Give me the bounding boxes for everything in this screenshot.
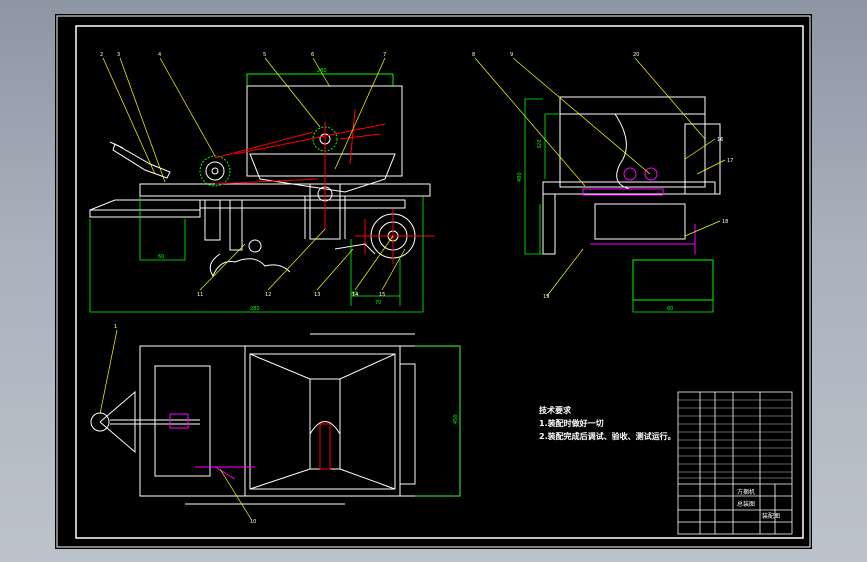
title-name-line1: 方捆机 [737,488,755,496]
part-label: 13 [314,292,320,298]
tech-req-item: 2.装配完成后调试、验收、测试运行。 [539,432,676,441]
part-label: 7 [383,52,386,58]
side-dimensions [89,196,424,313]
part-label: 16 [717,137,723,143]
end-leaders [474,57,726,297]
dim-side-wheel-left: 40 [351,291,357,297]
part-label: 10 [250,519,256,525]
outer-border [56,15,811,548]
tine-bar [594,203,686,240]
part-label: 19 [543,294,549,300]
part-label: 3 [117,52,120,58]
part-label: 20 [633,52,639,58]
part-label: 11 [197,292,203,298]
end-hopper [559,96,706,188]
part-label: 8 [472,52,475,58]
part-label: 2 [100,52,103,58]
plan-box [244,345,401,497]
part-label: 17 [727,158,733,164]
plan-dimensions [415,345,461,497]
title-block [677,391,793,535]
dim-side-top-width: 280 [317,68,327,74]
tech-req-heading: 技术要求 [539,406,571,415]
side-view [89,73,435,278]
dimension-texts: 280 280 60 40 70 480 320 60 450 [158,68,673,424]
part-label: 4 [158,52,161,58]
part-label: 6 [311,52,314,58]
dim-side-wheel-right: 70 [375,300,381,306]
dim-side-total-width: 280 [250,306,260,312]
part-label: 12 [265,292,271,298]
plan-leaders [99,329,252,520]
dim-end-height-inner: 320 [537,139,543,149]
part-label: 14 [352,292,358,298]
part-label: 15 [379,292,385,298]
main-frame [139,183,431,197]
inner-border [75,25,804,539]
end-dimensions [524,98,714,313]
end-view [542,96,721,301]
tech-req-item: 1.装配时做好一切 [539,419,604,428]
title-drawing-no: 装配图 [762,512,780,520]
dim-end-height-left: 480 [517,172,523,182]
dim-end-bottom-width: 60 [667,306,673,312]
part-label: 9 [510,52,513,58]
part-number-labels: 2 3 4 5 6 7 11 12 13 14 15 8 9 20 16 17 … [100,52,733,525]
title-block-texts: 方捆机 总装图 装配图 [737,488,780,520]
dim-plan-right-height: 450 [453,414,459,424]
side-leaders [102,57,406,291]
drawing-svg: 280 280 60 40 70 480 320 60 450 2 3 4 5 … [56,15,811,548]
dim-side-left-box: 60 [158,254,164,260]
feed-sprocket [199,155,231,187]
drawing-canvas: 280 280 60 40 70 480 320 60 450 2 3 4 5 … [55,14,812,549]
plan-view [90,333,461,505]
part-label: 5 [263,52,266,58]
technical-requirements: 技术要求 1.装配时做好一切 2.装配完成后调试、验收、测试运行。 [539,404,676,443]
part-label: 1 [114,324,117,330]
title-name-line2: 总装图 [737,500,755,508]
part-label: 18 [722,219,728,225]
